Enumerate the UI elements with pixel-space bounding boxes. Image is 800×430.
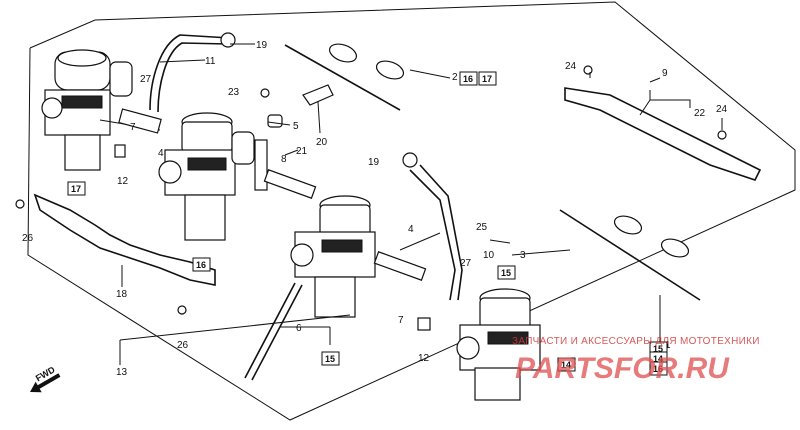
boxed-label-17a: 17 [67, 181, 86, 196]
clamp-19b [402, 152, 418, 168]
plate-3a [613, 215, 643, 235]
throttle-link-rod [284, 44, 401, 111]
choke-link-rod [559, 209, 701, 301]
svg-text:15: 15 [653, 344, 663, 354]
fuel-hose-10 [409, 164, 463, 301]
label-25: 25 [476, 222, 488, 233]
boxed-label-16c: 16 [649, 361, 668, 376]
plate-2a [328, 43, 358, 63]
plate-3b [660, 238, 690, 258]
jet-12a [114, 144, 126, 158]
svg-text:14: 14 [653, 354, 663, 364]
screw-23 [260, 88, 270, 98]
carburetor-2 [158, 112, 268, 241]
pipe-4 [373, 251, 427, 281]
svg-text:14: 14 [561, 360, 571, 370]
label-26a: 26 [22, 233, 34, 244]
svg-text:15: 15 [325, 354, 335, 364]
label-13: 13 [116, 367, 128, 378]
screw-26b [177, 305, 187, 315]
svg-text:16: 16 [196, 260, 206, 270]
label-19a: 19 [256, 40, 268, 51]
carburetor-1 [41, 49, 162, 171]
label-22: 22 [694, 108, 706, 119]
boxed-label-16a: 16 [192, 257, 211, 272]
label-20: 20 [316, 137, 328, 148]
svg-text:17: 17 [482, 74, 492, 84]
boxed-label-16b: 16 [459, 71, 478, 86]
label-19b: 19 [368, 157, 380, 168]
label-3: 3 [520, 250, 526, 261]
svg-text:16: 16 [463, 74, 473, 84]
label-21: 21 [296, 146, 308, 157]
label-24b: 24 [716, 104, 728, 115]
carburetor-4 [456, 288, 541, 401]
fwd-arrow-icon [30, 373, 61, 393]
label-12a: 12 [117, 176, 129, 187]
bracket-9 [564, 87, 762, 181]
watermark-line-2: PARTSFOR.RU [515, 352, 730, 385]
jet-12b [417, 317, 431, 331]
label-10: 10 [483, 250, 495, 261]
svg-text:17: 17 [71, 184, 81, 194]
label-2: 2 [452, 72, 458, 83]
label-27a: 27 [140, 74, 152, 85]
fuel-hose-11 [149, 34, 231, 113]
clip-5 [267, 114, 283, 128]
label-9: 9 [662, 68, 668, 79]
label-7b: 7 [398, 315, 404, 326]
clamp-19a [220, 32, 236, 48]
label-24a: 24 [565, 61, 577, 72]
svg-text:16: 16 [653, 364, 663, 374]
label-26b: 26 [177, 340, 189, 351]
leader-lines [119, 43, 723, 365]
shaft-6b [251, 284, 303, 381]
shaft-6 [244, 282, 296, 379]
screw-26a [15, 199, 25, 209]
label-7a: 7 [130, 122, 136, 133]
label-4a: 4 [158, 148, 164, 159]
boxed-label-17b: 17 [478, 71, 497, 86]
pipe-8 [263, 169, 317, 199]
label-5: 5 [293, 121, 299, 132]
assembly-outline [27, 1, 796, 421]
screw-24b [717, 130, 727, 140]
screw-24a [583, 65, 593, 75]
boxed-label-14a: 14 [557, 357, 576, 372]
label-4b: 4 [408, 224, 414, 235]
boxed-label-15a: 15 [321, 351, 340, 366]
label-27b: 27 [460, 258, 472, 269]
boxed-label-15b: 15 [497, 265, 516, 280]
carburetor-3 [290, 195, 376, 318]
plate-2b [375, 60, 405, 80]
watermark-line-1: ЗАПЧАСТИ И АКСЕССУАРЫ ДЛЯ МОТОТЕХНИКИ [512, 336, 760, 347]
label-23: 23 [228, 87, 240, 98]
fwd-arrow: FWD [30, 364, 61, 393]
bracket-18 [33, 193, 216, 286]
label-11: 11 [205, 56, 216, 67]
label-8: 8 [281, 154, 287, 165]
label-18: 18 [116, 289, 128, 300]
label-1: 1 [665, 340, 671, 351]
label-12b: 12 [418, 353, 430, 364]
joint-20 [302, 84, 334, 106]
svg-text:15: 15 [501, 268, 511, 278]
label-6: 6 [296, 323, 302, 334]
